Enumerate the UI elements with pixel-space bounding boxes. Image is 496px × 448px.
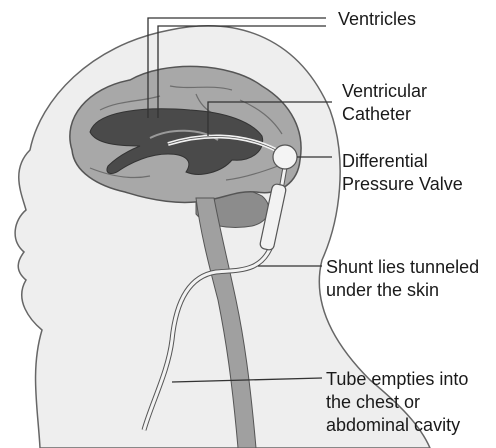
label-ventricles-line-1: Ventricles	[338, 8, 416, 31]
label-tube-line-2: the chest or	[326, 391, 468, 414]
label-valve-line-2: Pressure Valve	[342, 173, 463, 196]
label-shunt: Shunt lies tunneled under the skin	[326, 256, 479, 302]
label-ventricular-catheter-line-2: Catheter	[342, 103, 427, 126]
label-ventricular-catheter-line-1: Ventricular	[342, 80, 427, 103]
valve-bulb	[273, 145, 297, 169]
label-ventricular-catheter: Ventricular Catheter	[342, 80, 427, 126]
label-tube-empties: Tube empties into the chest or abdominal…	[326, 368, 468, 437]
label-tube-line-3: abdominal cavity	[326, 414, 468, 437]
label-shunt-line-2: under the skin	[326, 279, 479, 302]
label-ventricles: Ventricles	[338, 8, 416, 31]
label-tube-line-1: Tube empties into	[326, 368, 468, 391]
label-shunt-line-1: Shunt lies tunneled	[326, 256, 479, 279]
label-differential-pressure-valve: Differential Pressure Valve	[342, 150, 463, 196]
label-valve-line-1: Differential	[342, 150, 463, 173]
